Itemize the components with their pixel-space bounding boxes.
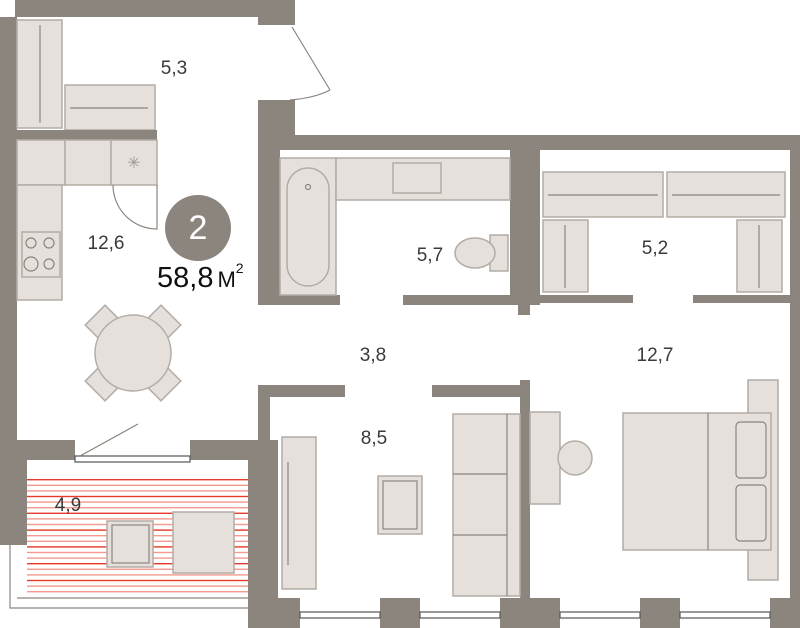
balcony-stripe	[27, 579, 248, 582]
room-area-balcony: 4,9	[54, 495, 82, 516]
balcony-furniture	[106, 511, 235, 574]
rooms-count-badge: 2	[165, 195, 231, 261]
balcony-stripe	[27, 585, 248, 587]
kitchen-counter: ✳	[16, 130, 158, 301]
sofa	[452, 413, 521, 597]
windows	[74, 423, 771, 619]
balcony-stripe	[27, 591, 248, 593]
sink	[335, 157, 511, 201]
room-area-corridor: 3,8	[359, 345, 387, 366]
total-area-value: 58,8	[157, 262, 214, 294]
area-unit: М	[217, 267, 236, 292]
room-area-kitchen: 12,6	[87, 233, 125, 254]
room-area-bedroom: 12,7	[636, 345, 674, 366]
balcony-stripe	[27, 490, 248, 492]
balcony-stripe	[27, 507, 248, 509]
balcony-stripe	[27, 568, 248, 570]
room-area-wardrobe: 5,2	[641, 238, 669, 259]
balcony-stripe	[27, 518, 248, 520]
balcony-stripe	[27, 479, 248, 481]
dining-table	[84, 304, 182, 402]
balcony-railing	[9, 545, 248, 609]
area-unit-power: 2	[235, 260, 244, 276]
balcony-stripe	[27, 574, 248, 576]
room-area-room: 8,5	[360, 428, 388, 449]
desk	[529, 411, 593, 505]
entrance-door	[289, 26, 331, 101]
toilet	[454, 234, 509, 272]
stove-icon	[21, 231, 61, 278]
balcony-stripe	[27, 501, 248, 503]
hall-wardrobe	[16, 19, 156, 131]
room-area-hall: 5,3	[160, 58, 188, 79]
balcony-stripe	[27, 484, 248, 486]
tv-stand	[281, 436, 317, 590]
walk-in-wardrobe	[542, 171, 786, 293]
bathtub	[279, 157, 337, 296]
bed	[622, 379, 779, 581]
fridge-icon: ✳	[127, 155, 140, 172]
room-area-bathroom: 5,7	[416, 245, 444, 266]
balcony-stripe	[27, 495, 248, 498]
rug	[377, 475, 423, 535]
balcony-stripe	[27, 512, 248, 514]
